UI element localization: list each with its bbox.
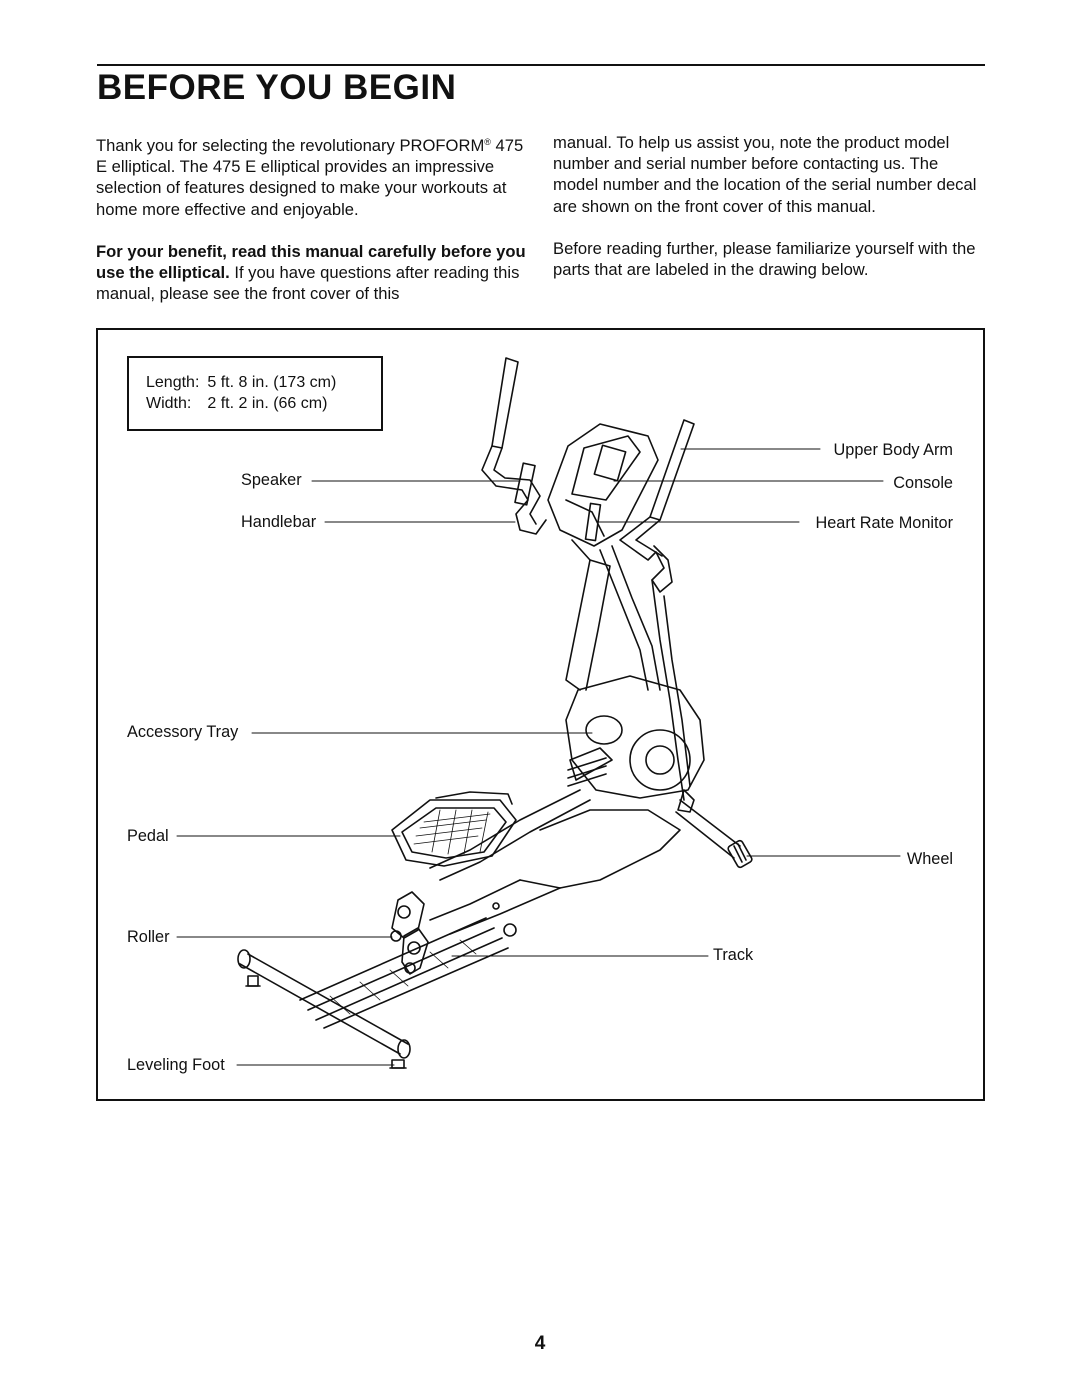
label-pedal: Pedal xyxy=(127,827,169,845)
leader-lines xyxy=(176,448,901,1066)
label-track: Track xyxy=(713,946,754,964)
intro-paragraph-2-continued: manual. To help us assist you, note the … xyxy=(553,133,977,216)
page-number: 4 xyxy=(534,1333,546,1354)
intro-left-column: Thank you for selecting the revolutionar… xyxy=(96,132,528,325)
registered-mark: ® xyxy=(484,137,491,147)
intro-paragraph-1: Thank you for selecting the revolutionar… xyxy=(96,136,524,219)
benefit-note-bold: For your benefit, read this manual caref… xyxy=(96,241,526,283)
intro-right-column: manual. To help us assist you, note the … xyxy=(553,132,985,301)
label-roller: Roller xyxy=(127,928,170,946)
label-leveling-foot: Leveling Foot xyxy=(127,1056,225,1074)
intro-paragraph-3: Before reading further, please familiari… xyxy=(553,238,976,280)
length-row: Length: 5 ft. 8 in. (173 cm) xyxy=(146,372,344,393)
width-value: 2 ft. 2 in. (66 cm) xyxy=(207,395,328,412)
parts-diagram-frame xyxy=(96,328,985,1101)
title-rule xyxy=(97,64,985,66)
width-label: Width: xyxy=(146,395,192,412)
page-title: BEFORE YOU BEGIN xyxy=(97,68,457,107)
length-value: 5 ft. 8 in. (173 cm) xyxy=(207,374,337,391)
label-console: Console xyxy=(893,474,953,492)
label-accessory-tray: Accessory Tray xyxy=(127,723,239,741)
label-handlebar: Handlebar xyxy=(241,513,317,531)
label-speaker: Speaker xyxy=(241,471,302,489)
label-heart-rate-monitor: Heart Rate Monitor xyxy=(815,514,953,532)
length-label: Length: xyxy=(146,374,200,391)
dimensions-box: Length: 5 ft. 8 in. (173 cm) Width: 2 ft… xyxy=(127,356,383,431)
label-upper-body-arm: Upper Body Arm xyxy=(833,441,953,459)
width-row: Width: 2 ft. 2 in. (66 cm) xyxy=(146,393,344,414)
intro-paragraph-2: For your benefit, read this manual caref… xyxy=(96,241,526,304)
label-wheel: Wheel xyxy=(906,850,953,868)
